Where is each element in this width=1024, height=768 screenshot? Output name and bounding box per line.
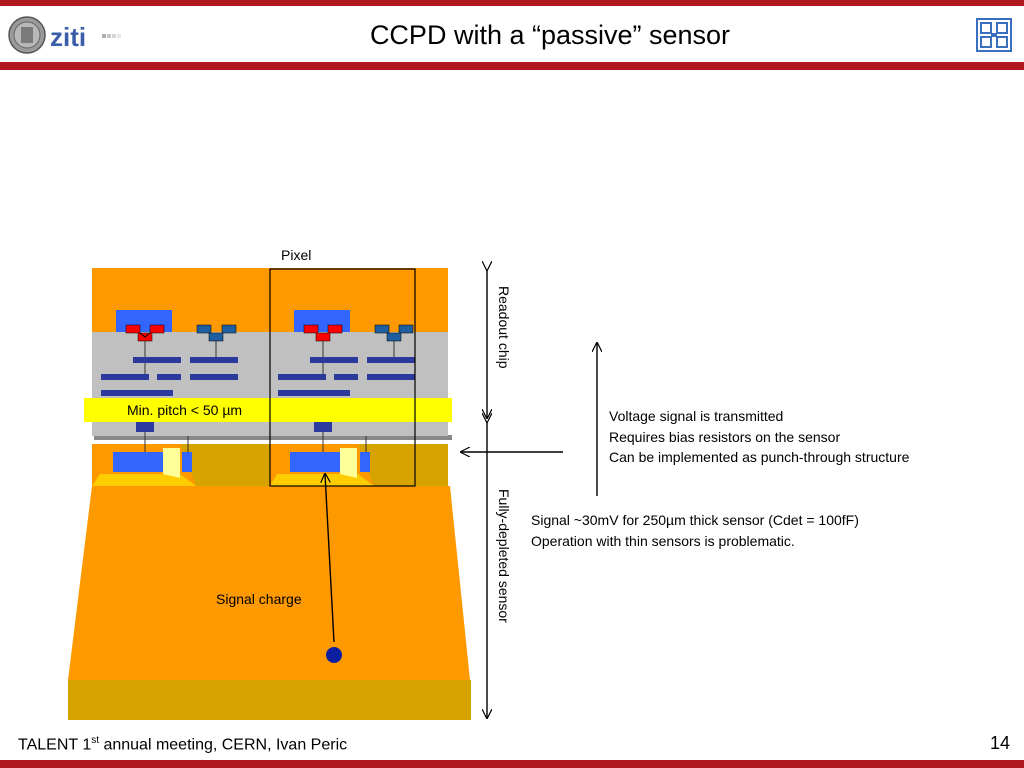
page-title: CCPD with a “passive” sensor bbox=[369, 20, 731, 50]
page-number: 14 bbox=[990, 733, 1011, 753]
pixel-label: Pixel bbox=[281, 247, 312, 263]
pitch-band bbox=[84, 398, 452, 422]
readout-chip-label: Readout chip bbox=[496, 286, 512, 369]
voltage-note-line: Voltage signal is transmitted bbox=[609, 408, 784, 424]
signal-notes: Signal ~30mV for 250µm thick sensor (Cde… bbox=[531, 510, 859, 551]
voltage-note-line: Requires bias resistors on the sensor bbox=[609, 428, 841, 445]
ziti-logo-text: ziti bbox=[50, 22, 86, 52]
signal-note-line: Operation with thin sensors is problemat… bbox=[531, 532, 795, 549]
signal-charge-arrow bbox=[325, 474, 335, 643]
header-divider bbox=[0, 62, 1024, 70]
footer-superscript: st bbox=[91, 735, 99, 746]
signal-charge-label: Signal charge bbox=[216, 591, 302, 607]
voltage-note-line: Can be implemented as punch-through stru… bbox=[609, 449, 910, 465]
footer-text: TALENT 1st annual meeting, CERN, Ivan Pe… bbox=[18, 735, 347, 754]
pitch-label: Min. pitch < 50 µm bbox=[127, 402, 243, 418]
sensor-electrode-left bbox=[113, 452, 163, 472]
university-logo: ziti bbox=[6, 14, 126, 63]
voltage-notes: Voltage signal is transmitted Requires b… bbox=[609, 406, 909, 468]
sensor-label: Fully-depleted sensor bbox=[496, 489, 512, 623]
pixel-outline bbox=[269, 268, 416, 487]
sensor-bulk bbox=[68, 486, 470, 680]
signal-charge-dot bbox=[326, 647, 342, 663]
footer-divider bbox=[0, 760, 1024, 768]
footer-suffix: annual meeting, CERN, Ivan Peric bbox=[99, 736, 348, 754]
signal-note-line: Signal ~30mV for 250µm thick sensor (Cde… bbox=[531, 512, 859, 528]
header-top-stripe bbox=[0, 0, 1024, 6]
sensor-backside bbox=[68, 680, 471, 720]
footer-prefix: TALENT 1 bbox=[18, 736, 92, 754]
sensor-electrode-right bbox=[290, 452, 340, 472]
glue-layer bbox=[94, 435, 452, 440]
institute-logo bbox=[976, 18, 1012, 57]
